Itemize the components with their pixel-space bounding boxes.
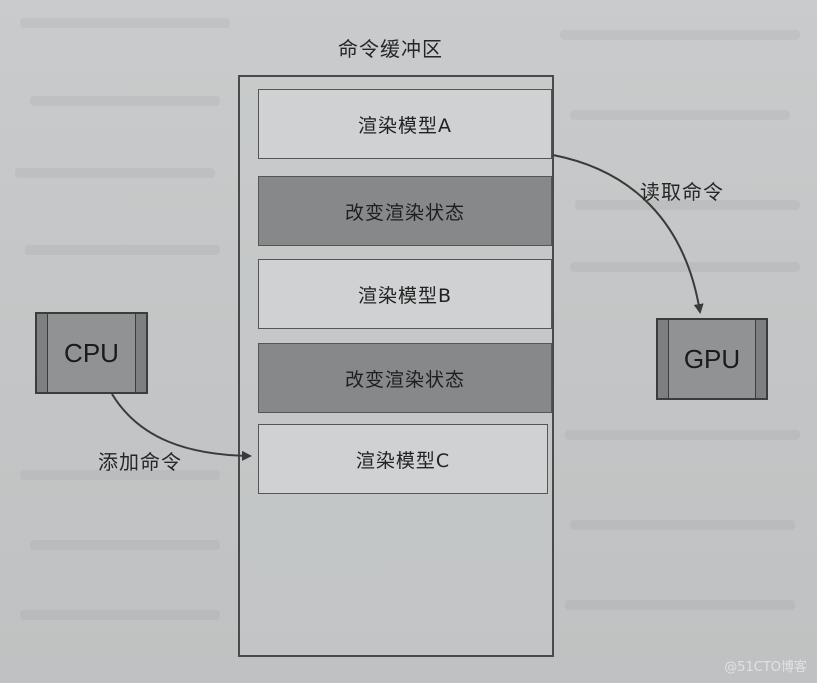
add-command-arrow <box>111 393 252 461</box>
gpu-label: GPU <box>683 343 741 374</box>
cpu-chip: CPU <box>35 312 148 394</box>
add-command-label: 添加命令 <box>98 450 182 474</box>
watermark: @51CTO博客 <box>724 660 807 675</box>
cpu-chip-right-edge <box>135 314 146 392</box>
command-render-model-b: 渲染模型B <box>258 259 552 329</box>
read-command-arrow <box>552 154 704 314</box>
command-render-model-a: 渲染模型A <box>258 89 552 159</box>
command-change-render-state-2: 改变渲染状态 <box>258 343 552 413</box>
gpu-chip-left-edge <box>658 320 669 398</box>
gpu-chip-right-edge <box>755 320 766 398</box>
buffer-title: 命令缓冲区 <box>338 37 443 61</box>
command-change-render-state-1: 改变渲染状态 <box>258 176 552 246</box>
command-render-model-c: 渲染模型C <box>258 424 548 494</box>
read-command-label: 读取命令 <box>640 180 724 204</box>
cpu-label: CPU <box>64 337 119 368</box>
gpu-chip: GPU <box>656 318 768 400</box>
cpu-chip-left-edge <box>37 314 48 392</box>
